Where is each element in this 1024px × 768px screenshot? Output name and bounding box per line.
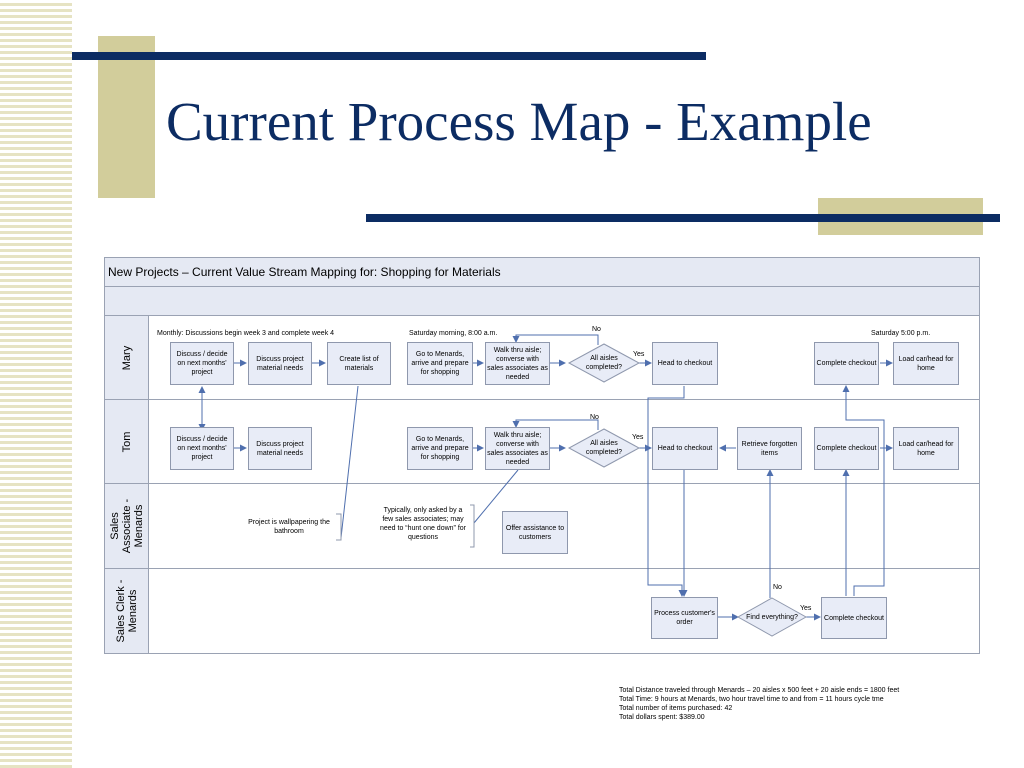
step-tom-retrieve-items: Retrieve forgotten items — [737, 427, 802, 470]
lane-header-mary: Mary — [105, 316, 149, 399]
note-saturday-evening: Saturday 5:00 p.m. — [871, 330, 931, 337]
note-saturday-morning: Saturday morning, 8:00 a.m. — [409, 330, 498, 337]
step-clerk-complete-checkout: Complete checkout — [821, 597, 887, 639]
stat-distance: Total Distance traveled through Menards … — [619, 687, 900, 694]
summary-stats: Total Distance traveled through Menards … — [619, 686, 899, 722]
label-tom-no: No — [590, 414, 599, 421]
diagram-title: New Projects – Current Value Stream Mapp… — [108, 265, 501, 279]
bracket-wallpaper — [336, 513, 342, 541]
note-monthly: Monthly: Discussions begin week 3 and co… — [157, 330, 335, 337]
swimlane-sales-clerk: Sales Clerk - Menards — [104, 569, 980, 654]
label-mary-yes: Yes — [633, 351, 645, 358]
edge-tom-no-loop — [512, 419, 599, 430]
diagram-blank-band — [104, 287, 980, 316]
stat-dollars: Total dollars spent: $389.00 — [619, 714, 705, 721]
tan-accent-block-top — [98, 36, 155, 198]
bracket-typically — [470, 504, 475, 548]
step-tom-head-checkout: Head to checkout — [652, 427, 718, 470]
stat-items: Total number of items purchased: 42 — [619, 705, 733, 712]
step-tom-load-car: Load car/head for home — [893, 427, 959, 470]
decision-clerk-find-everything: Find everything? — [746, 613, 798, 621]
decision-diamond-mary — [567, 343, 641, 383]
step-mary-discuss-needs: Discuss project material needs — [248, 342, 312, 385]
step-mary-walk-aisle: Walk thru aisle; converse with sales ass… — [485, 342, 550, 385]
striped-side-border — [0, 0, 72, 768]
decision-diamond-find — [736, 597, 808, 637]
step-mary-head-checkout: Head to checkout — [652, 342, 718, 385]
edge-clerk-checkout-mary — [842, 385, 885, 596]
label-find-no: No — [773, 584, 782, 591]
label-tom-yes: Yes — [632, 434, 644, 441]
navy-rule-bottom — [366, 214, 1000, 222]
lane-header-tom: Tom — [105, 400, 149, 483]
step-associate-offer-assistance: Offer assistance to customers — [502, 511, 568, 554]
step-mary-go-menards: Go to Menards, arrive and prepare for sh… — [407, 342, 473, 385]
decision-mary-all-aisles: All aisles completed? — [585, 355, 623, 371]
edge-mary-no-loop — [512, 334, 599, 345]
step-tom-complete-checkout: Complete checkout — [814, 427, 879, 470]
diagram-title-band — [104, 257, 980, 287]
lane-header-sales-clerk: Sales Clerk - Menards — [105, 569, 149, 653]
label-mary-no: No — [592, 326, 601, 333]
label-find-yes: Yes — [800, 605, 812, 612]
decision-diamond-tom — [567, 428, 641, 468]
step-tom-walk-aisle: Walk thru aisle; converse with sales ass… — [485, 427, 550, 470]
lane-header-sales-associate: Sales Associate - Menards — [105, 484, 149, 568]
step-clerk-process-order: Process customer's order — [651, 597, 718, 639]
slide-title: Current Process Map - Example — [166, 91, 872, 152]
edge-mary-checkout-process — [647, 386, 686, 597]
step-tom-discuss-needs: Discuss project material needs — [248, 427, 312, 470]
navy-rule-top — [72, 52, 706, 60]
step-mary-discuss-decide: Discuss / decide on next months' project — [170, 342, 234, 385]
note-typically: Typically, only asked by a few sales ass… — [379, 507, 466, 541]
leader-typically — [473, 469, 519, 524]
step-mary-complete-checkout: Complete checkout — [814, 342, 879, 385]
step-tom-discuss-decide: Discuss / decide on next months' project — [170, 427, 234, 470]
note-wallpaper: Project is wallpapering the bathroom — [248, 519, 330, 535]
decision-tom-all-aisles: All aisles completed? — [585, 440, 623, 456]
stat-time: Total Time: 9 hours at Menards, two hour… — [619, 696, 884, 703]
step-mary-load-car: Load car/head for home — [893, 342, 959, 385]
step-mary-create-list: Create list of materials — [327, 342, 391, 385]
step-tom-go-menards: Go to Menards, arrive and prepare for sh… — [407, 427, 473, 470]
leader-wallpaper — [340, 385, 359, 539]
